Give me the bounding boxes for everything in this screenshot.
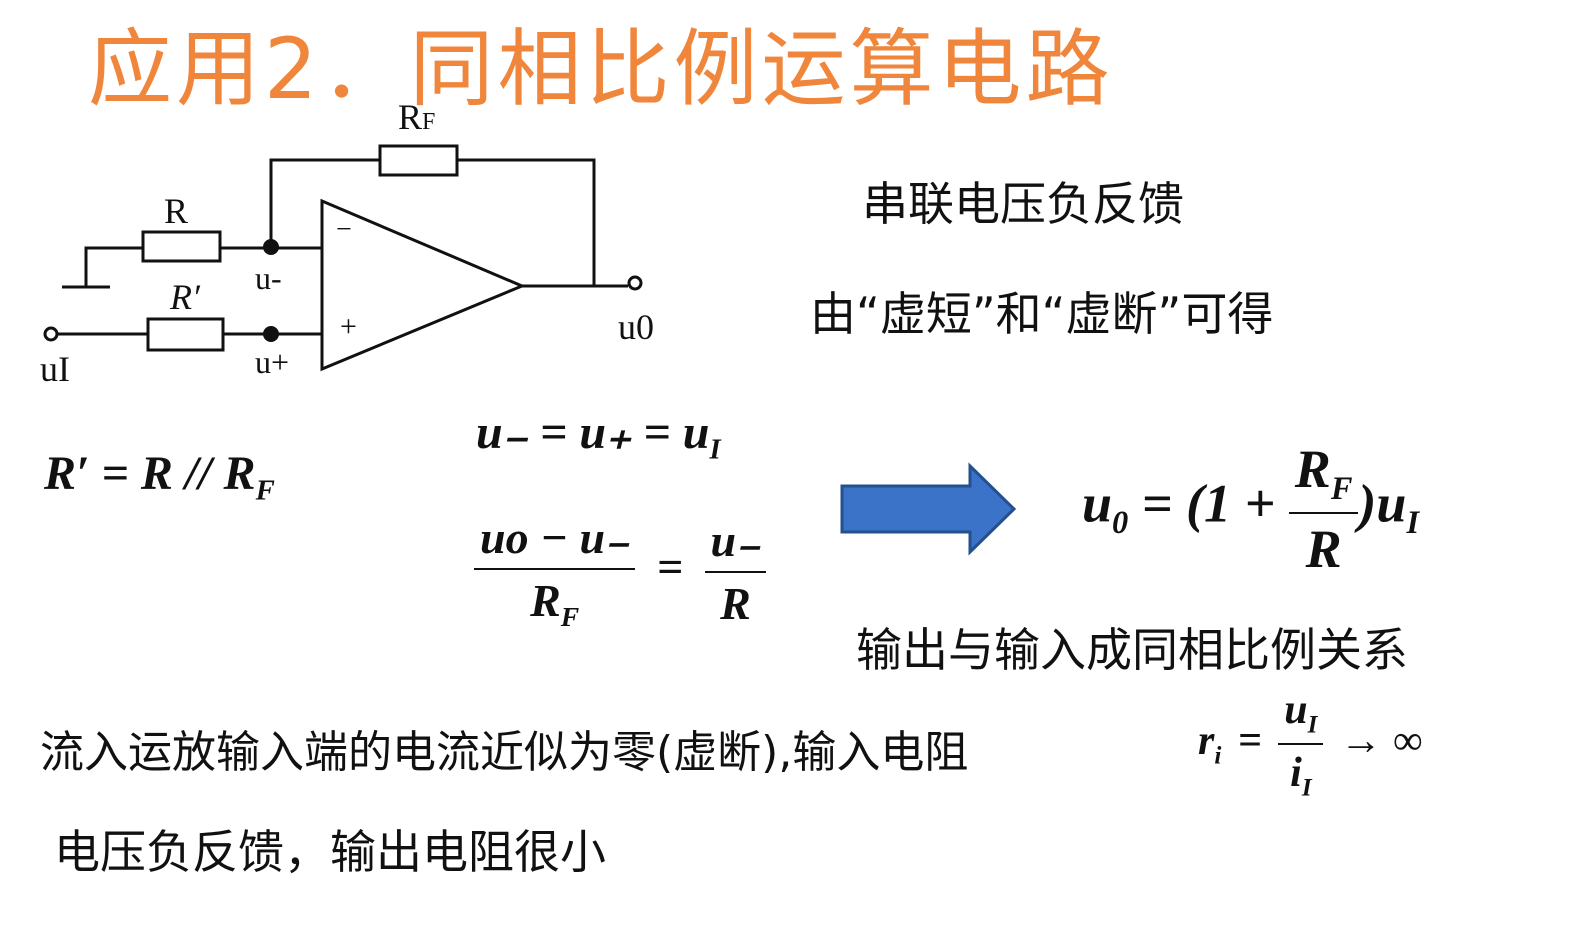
result-lhs: u — [1082, 473, 1113, 534]
result-lhs-sub: 0 — [1112, 505, 1129, 542]
result-arrow-icon — [840, 462, 1017, 556]
feedback-wire-right — [457, 158, 596, 286]
ri-num-main: u — [1284, 687, 1308, 733]
kcl-equals: = — [656, 541, 684, 593]
op-amp-triangle — [320, 198, 526, 372]
kcl-den-sub: F — [560, 601, 580, 633]
label-uo: u0 — [618, 307, 654, 347]
result-num-main: R — [1294, 439, 1331, 499]
virtual-short-sub: I — [709, 433, 721, 466]
resistor-r — [141, 230, 222, 263]
result-rhs: )u — [1358, 473, 1407, 534]
opamp-plus-sign: + — [340, 310, 357, 343]
junction-node-plus — [263, 326, 279, 342]
result-fraction: RF R — [1288, 438, 1359, 580]
result-mid: = (1 + — [1141, 473, 1276, 534]
page-title: 应用2．同相比例运算电路 — [88, 20, 1114, 118]
op-amp-circuit-diagram — [43, 144, 643, 372]
ri-den-main: i — [1290, 750, 1302, 797]
label-rf-main: R — [398, 97, 423, 137]
result-denominator: R — [1305, 518, 1342, 579]
label-u-minus: u- — [255, 260, 282, 296]
relation-text: 输出与输入成同相比例关系 — [856, 623, 1408, 677]
ri-den-sub: I — [1301, 774, 1312, 802]
kcl-den-main: R — [530, 575, 561, 626]
label-ui: uI — [40, 349, 70, 389]
label-r: R — [164, 191, 189, 231]
kcl-rhs-denominator: R — [720, 578, 751, 630]
kcl-lhs-numerator: uo − u₋ — [474, 510, 636, 570]
output-terminal — [627, 275, 643, 291]
label-u-plus: u+ — [255, 344, 290, 380]
virtual-short-main: u₋ = u₊ = u — [476, 406, 710, 459]
output-resistance-text: 电压负反馈，输出电阻很小 — [54, 825, 606, 879]
ri-lhs: r — [1198, 718, 1215, 765]
ri-limit: → ∞ — [1339, 718, 1423, 765]
ri-fraction: uI iI — [1278, 686, 1324, 803]
ground-wire — [84, 246, 143, 287]
label-r-prime: R′ — [170, 277, 200, 317]
kcl-equation: uo − u₋ RF = u₋ R — [474, 510, 767, 633]
r-prime-equation: R′ = R // RF — [44, 446, 275, 508]
r-prime-equation-sub: F — [255, 474, 275, 507]
ri-equals: = — [1237, 718, 1262, 765]
derivation-intro-text: 由“虚短”和“虚断”可得 — [810, 287, 1274, 341]
opamp-minus-sign: − — [336, 214, 352, 245]
ri-denominator: iI — [1290, 745, 1311, 802]
label-rf-sub: F — [422, 109, 436, 135]
kcl-lhs-denominator: RF — [530, 570, 579, 633]
kcl-lhs-fraction: uo − u₋ RF — [474, 510, 636, 633]
junction-node-minus — [263, 239, 279, 255]
result-equation: u0 = (1 + RF R )uI — [1082, 438, 1419, 580]
input-terminal — [43, 326, 59, 342]
feedback-wire — [269, 158, 380, 247]
kcl-rhs-numerator: u₋ — [704, 513, 767, 574]
result-rhs-sub: I — [1406, 505, 1420, 542]
result-num-sub: F — [1330, 470, 1353, 507]
resistor-r-prime — [146, 317, 225, 352]
input-current-text: 流入运放输入端的电流近似为零(虚断),输入电阻 — [40, 727, 969, 778]
ri-num-sub: I — [1307, 711, 1318, 739]
ri-lhs-sub: i — [1214, 742, 1222, 770]
r-prime-equation-main: R′ = R // R — [44, 447, 256, 500]
feedback-type-text: 串联电压负反馈 — [862, 177, 1184, 231]
input-resistance-equation: ri = uI iI → ∞ — [1198, 686, 1422, 803]
result-numerator: RF — [1288, 438, 1359, 514]
kcl-rhs-fraction: u₋ R — [704, 513, 767, 630]
virtual-short-equation: u₋ = u₊ = uI — [476, 404, 721, 467]
ri-numerator: uI — [1278, 686, 1324, 746]
label-rf: RF — [398, 96, 435, 138]
resistor-rf — [378, 144, 459, 177]
